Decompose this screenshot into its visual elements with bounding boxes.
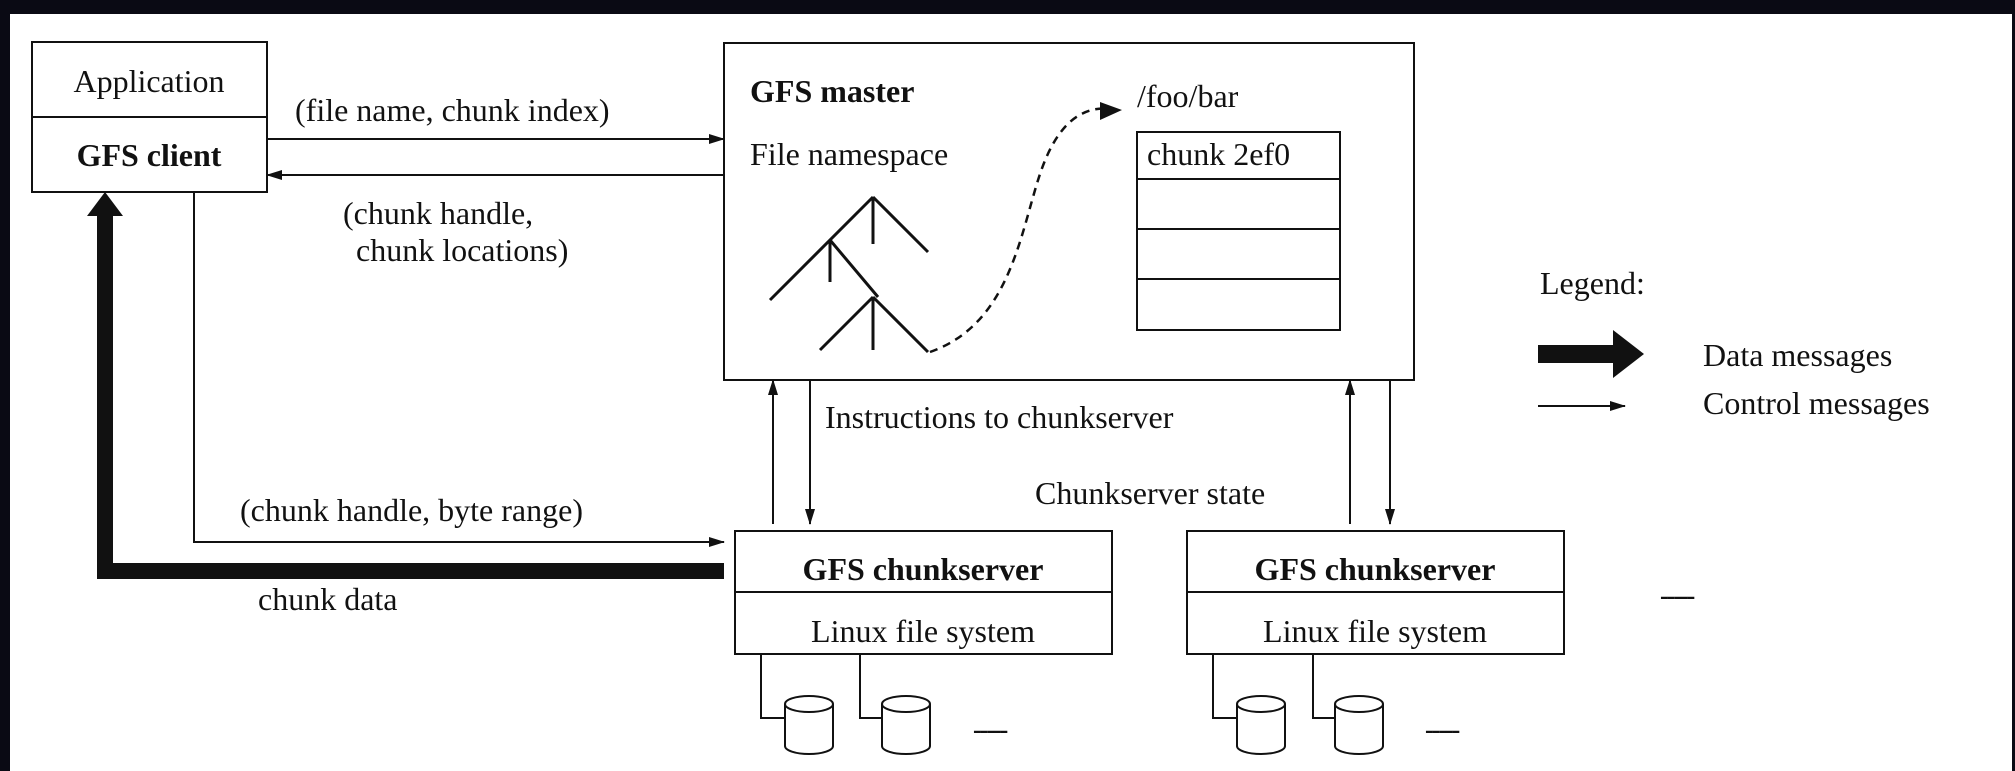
more-disks-2: ----- xyxy=(1425,715,1460,744)
master-chunkserver2-messages: Chunkserver state xyxy=(1035,379,1395,525)
gfs-architecture-diagram: Application GFS client GFS master File n… xyxy=(31,41,1930,755)
path-label: /foo/bar xyxy=(1137,78,1239,114)
chunkserver-2-label: GFS chunkserver xyxy=(1255,551,1496,587)
chunkserver-1: GFS chunkserver Linux file system ----- xyxy=(734,530,1113,755)
namespace-tree-icon xyxy=(768,195,930,354)
data-request-label: (chunk handle, byte range) xyxy=(240,492,583,528)
disk-icon xyxy=(1236,695,1286,755)
instructions-label: Instructions to chunkserver xyxy=(825,399,1174,435)
chunkserver-1-label: GFS chunkserver xyxy=(803,551,1044,587)
legend: Legend: Data messages Control messages xyxy=(1538,265,1930,421)
chunk-entry-label: chunk 2ef0 xyxy=(1147,136,1290,172)
diagram-page: Application GFS client GFS master File n… xyxy=(10,14,2012,771)
state-label: Chunkserver state xyxy=(1035,475,1265,511)
file-namespace-label: File namespace xyxy=(750,136,948,172)
reply-label-line2: chunk locations) xyxy=(356,232,568,268)
namespace-lookup-curve xyxy=(929,107,1119,354)
master-node: GFS master File namespace /foo/bar chunk… xyxy=(723,42,1415,381)
gfs-client-label: GFS client xyxy=(77,137,222,173)
client-chunkserver-request: (chunk handle, byte range) xyxy=(193,192,725,547)
thick-arrowhead-icon xyxy=(87,192,123,216)
linux-fs-1-label: Linux file system xyxy=(811,613,1035,649)
more-disks-1: ----- xyxy=(973,715,1008,744)
chunk-data-flow: chunk data xyxy=(87,192,724,617)
chunk-table xyxy=(1136,131,1341,331)
more-chunkservers: ----- xyxy=(1660,581,1695,610)
legend-control-messages: Control messages xyxy=(1703,385,1930,421)
master-chunkserver1-messages: Instructions to chunkserver xyxy=(768,379,1174,525)
data-message-arrowhead-icon xyxy=(1613,330,1644,378)
client-node: Application GFS client xyxy=(31,41,268,193)
reply-label-line1: (chunk handle, xyxy=(343,195,533,231)
master-box xyxy=(723,42,1415,381)
disk-icon xyxy=(1334,695,1384,755)
lookup-arrowhead-icon xyxy=(1100,102,1122,120)
legend-title: Legend: xyxy=(1540,265,1645,301)
client-master-messages: (file name, chunk index) (chunk handle, … xyxy=(266,92,725,268)
application-label: Application xyxy=(73,63,224,99)
gfs-master-label: GFS master xyxy=(750,73,914,109)
disk-icon xyxy=(881,695,931,755)
chunkserver-2: GFS chunkserver Linux file system ----- xyxy=(1186,530,1565,755)
disk-icon xyxy=(784,695,834,755)
chunk-data-label: chunk data xyxy=(258,581,398,617)
request-label: (file name, chunk index) xyxy=(295,92,610,128)
legend-data-messages: Data messages xyxy=(1703,337,1892,373)
linux-fs-2-label: Linux file system xyxy=(1263,613,1487,649)
